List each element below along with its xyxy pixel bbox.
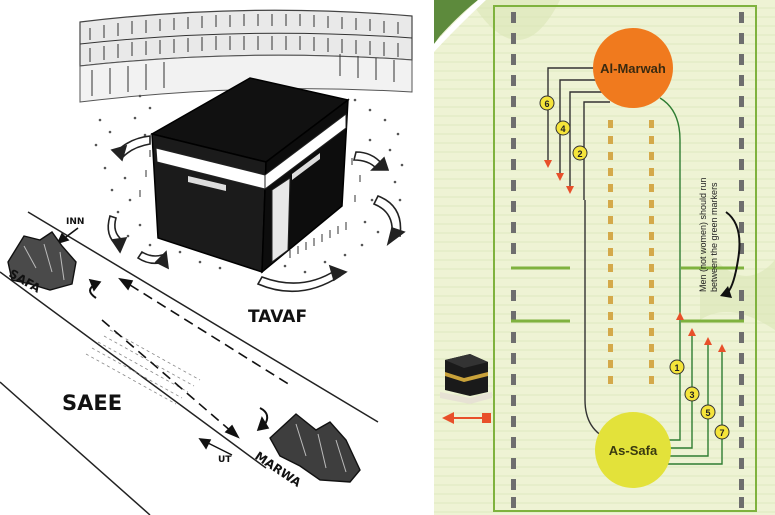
ut-label: UT	[218, 455, 232, 465]
svg-text:3: 3	[689, 390, 694, 400]
kaaba	[149, 77, 350, 274]
svg-text:6: 6	[544, 99, 549, 109]
kaaba-belt-side	[264, 112, 347, 191]
arrow-down-icon	[566, 186, 574, 194]
svg-text:1: 1	[674, 363, 679, 373]
arrow-up-icon	[704, 337, 712, 345]
green-markers	[511, 266, 744, 323]
arrow-down-icon	[556, 173, 564, 181]
saee-corridor	[0, 211, 379, 515]
arrow-up-icon	[688, 328, 696, 336]
inn-label: INN	[66, 217, 84, 227]
track-border	[493, 5, 757, 512]
lap-badge-2: 2	[572, 145, 588, 161]
saee-arrows	[56, 227, 291, 456]
kaaba-door-curtain	[271, 177, 291, 263]
note-line-1: Men (not women) should run	[698, 177, 708, 292]
lane-dashes	[511, 12, 744, 508]
svg-text:7: 7	[719, 428, 724, 438]
al-marwah-label: Al-Marwah	[600, 61, 666, 76]
al-marwah-hill: Al-Marwah	[593, 28, 673, 108]
lap-badge-3: 3	[684, 386, 700, 402]
arrow-up-icon	[676, 312, 684, 320]
svg-text:4: 4	[560, 124, 565, 134]
as-safa-hill: As-Safa	[595, 412, 671, 488]
lap-badge-7: 7	[714, 424, 730, 440]
lap-badge-6: 6	[539, 95, 555, 111]
route-arrowheads	[544, 160, 726, 352]
lap-badge-5: 5	[700, 404, 716, 420]
sketch-panel: INN SAFA TAVAF SAEE UT MARWA	[0, 9, 413, 515]
route-marwah-down	[659, 97, 681, 320]
small-kaaba-icon	[440, 354, 492, 404]
safa-rock	[7, 231, 77, 291]
curved-arrow-icon	[720, 211, 741, 298]
page-curl-corner	[434, 0, 486, 52]
tavaf-arrows	[107, 135, 406, 293]
as-safa-label: As-Safa	[609, 443, 658, 458]
saee-label: SAEE	[62, 391, 122, 415]
arrow-down-icon	[544, 160, 552, 168]
lap-badge-1: 1	[669, 359, 685, 375]
mosque-colonnade	[79, 9, 413, 103]
center-dashes	[608, 120, 654, 384]
svg-text:2: 2	[577, 149, 582, 159]
lap-badge-4: 4	[555, 120, 571, 136]
lap-badges: 6 4 2 1 3 5 7	[539, 95, 730, 440]
svg-text:5: 5	[705, 408, 710, 418]
note-line-2: between the green markers	[709, 182, 719, 292]
marwa-rock	[269, 413, 361, 483]
saee-map-panel: 6 4 2 1 3 5 7	[434, 0, 775, 515]
tavaf-label: TAVAF	[248, 307, 307, 327]
green-marker-note: Men (not women) should run between the g…	[698, 177, 719, 292]
arrow-up-icon	[718, 344, 726, 352]
exit-arrow-icon	[442, 412, 491, 424]
